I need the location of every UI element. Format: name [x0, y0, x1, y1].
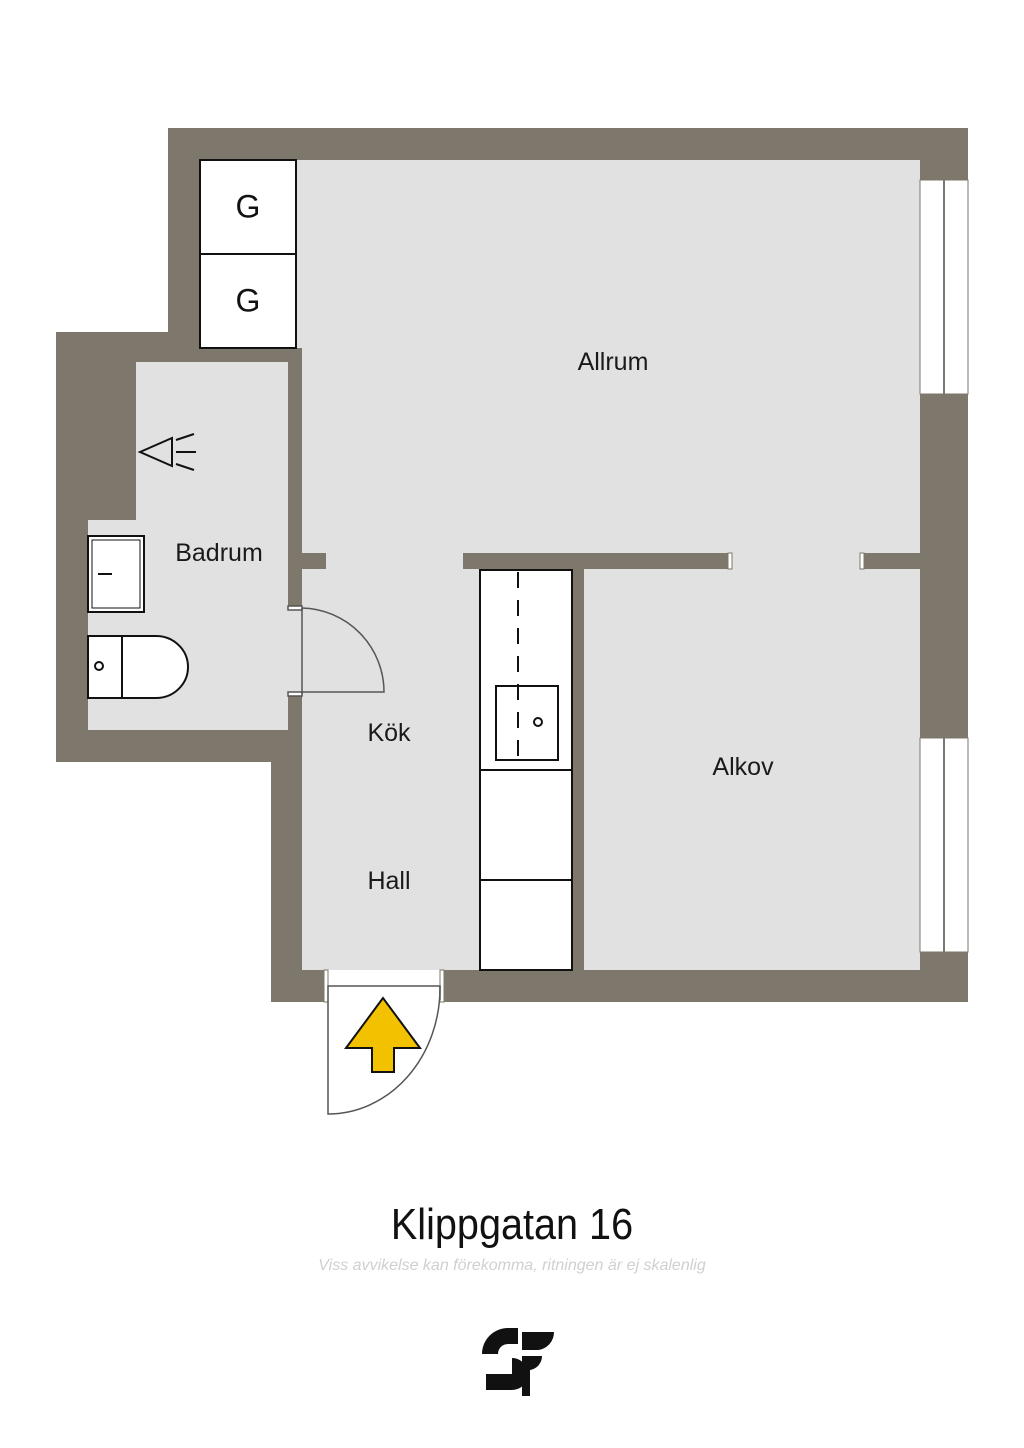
windows [919, 179, 969, 953]
badrum-door-opening [286, 608, 304, 696]
kitchen-counter [479, 569, 573, 971]
room-label-hall: Hall [367, 867, 411, 895]
room-label-badrum: Badrum [175, 539, 263, 567]
logo-icon [482, 1328, 555, 1396]
room-label-kok: Kök [367, 719, 411, 747]
wall-alkov-top-left [463, 553, 730, 569]
interior-walls [302, 552, 922, 971]
wardrobe-2 [199, 253, 297, 349]
wall-alkov-top-right [864, 553, 922, 569]
wardrobes [199, 159, 297, 349]
sink-icon [87, 535, 145, 613]
wardrobe-label-2: G [235, 282, 261, 319]
badrum-door [287, 605, 385, 697]
wardrobe-label-1: G [235, 188, 261, 225]
opening-cap-left [727, 552, 733, 570]
wall-badrum-stub [302, 553, 326, 569]
wall-alkov-left [572, 569, 584, 971]
opening-cap-right [859, 552, 865, 570]
entrance-arrow-icon [344, 996, 422, 1073]
room-label-allrum: Allrum [577, 348, 649, 376]
toilet-icon [87, 635, 189, 699]
wardrobe-1 [199, 159, 297, 255]
kitchen-sink-icon [495, 572, 559, 768]
address-title: Klippgatan 16 [390, 1200, 634, 1249]
disclaimer-text: Viss avvikelse kan förekomma, ritningen … [318, 1257, 706, 1274]
shower-icon [137, 433, 196, 471]
room-label-alkov: Alkov [712, 753, 774, 781]
